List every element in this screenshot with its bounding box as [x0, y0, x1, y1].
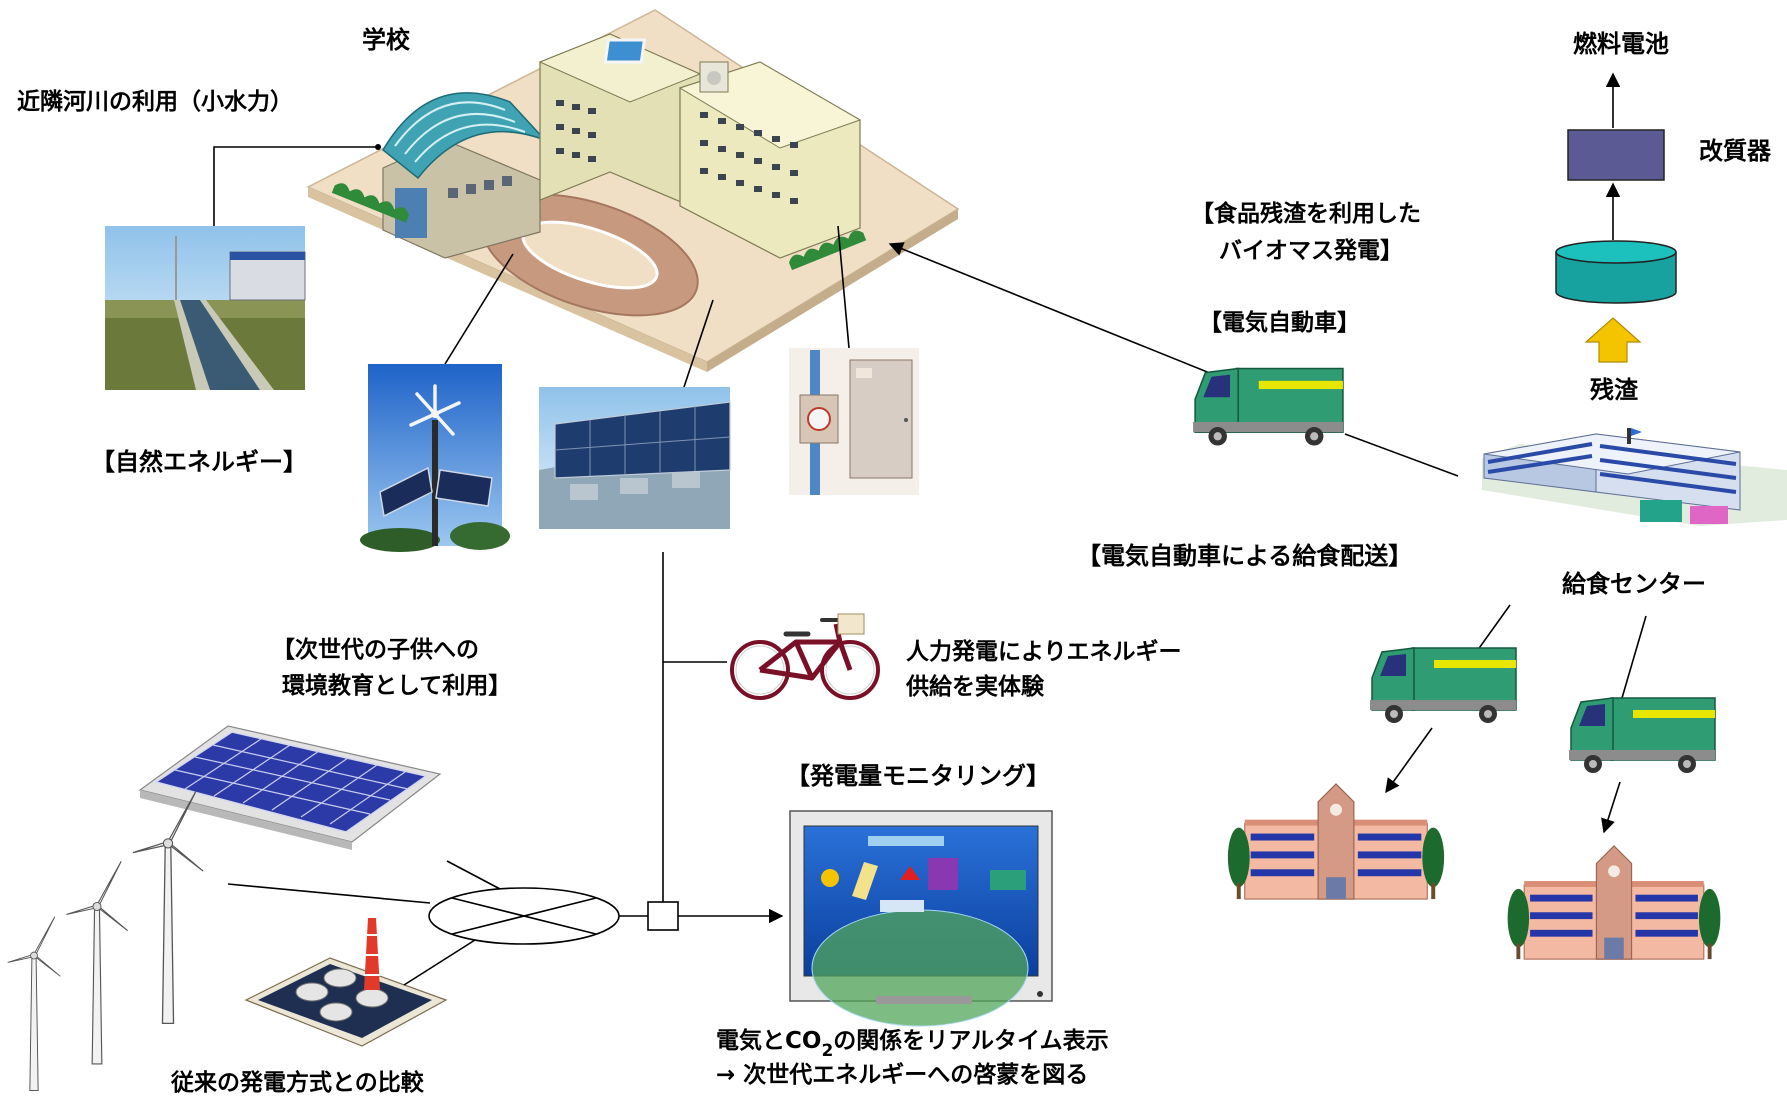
junction-ellipse	[428, 887, 620, 945]
biomass-line2: バイオマス発電】	[1219, 238, 1403, 264]
education-line2: 環境教育として利用】	[282, 672, 511, 699]
river-label: 近隣河川の利用（小水力）	[17, 88, 293, 115]
plant-connector	[403, 939, 476, 986]
reformer-box	[1567, 129, 1665, 181]
delivery-truck-icon	[1568, 697, 1716, 774]
center-to-truck2-line	[1621, 615, 1647, 699]
residue-up-arrow	[1584, 317, 1642, 363]
power-plant-illustration	[244, 918, 448, 1047]
solar-array-photo	[539, 387, 731, 529]
solar-panel-illustration	[138, 725, 442, 850]
monitor-illustration	[789, 810, 1053, 1027]
education-line1: 【次世代の子供への	[272, 636, 479, 663]
solar-array-connector	[683, 299, 714, 388]
wind-turbine-icon	[132, 790, 204, 1025]
wind-connector	[227, 883, 431, 904]
residue-tank-icon	[1555, 240, 1677, 304]
school-icon	[1227, 783, 1445, 900]
monitoring-heading: 【発電量モニタリング】	[786, 762, 1050, 790]
monitoring-caption-2: → 次世代エネルギーへの啓蒙を図る	[716, 1061, 1088, 1088]
delivery-label: 【電気自動車による給食配送】	[1077, 542, 1412, 570]
truck2-to-school-arrow	[1601, 781, 1621, 834]
river-photo	[105, 226, 306, 390]
school-building-illustration	[306, 9, 960, 372]
ev-label: 【電気自動車】	[1199, 309, 1360, 336]
solar-connector	[446, 860, 501, 890]
caption1-part-a: 電気とCO	[716, 1027, 821, 1054]
truck1-to-school-arrow	[1385, 727, 1433, 794]
natural-energy-heading: 【自然エネルギー】	[91, 448, 307, 476]
school-icon	[1507, 845, 1721, 960]
monitoring-caption-1: 電気とCO2の関係をリアルタイム表示	[716, 1027, 1109, 1061]
school-label: 学校	[362, 26, 411, 54]
river-connector	[213, 146, 378, 226]
reformer-label: 改質器	[1699, 137, 1772, 165]
ev-truck-icon	[1192, 367, 1344, 447]
fuel-cell-label: 燃料電池	[1573, 30, 1669, 58]
delivery-truck-icon	[1369, 647, 1517, 724]
hydro-device-photo	[789, 348, 919, 495]
lunch-center-building	[1482, 428, 1787, 526]
caption1-part-b: の関係をリアルタイム表示	[833, 1028, 1108, 1054]
wind-solar-light-photo	[360, 364, 510, 552]
residue-label: 残渣	[1590, 376, 1639, 404]
comparison-label: 従来の発電方式との比較	[170, 1069, 425, 1096]
human-power-line1: 人力発電によりエネルギー	[906, 639, 1182, 665]
human-power-line2: 供給を実体験	[905, 673, 1045, 700]
biomass-line1: 【食品残渣を利用した	[1191, 200, 1421, 227]
bicycle-icon	[730, 613, 880, 700]
center-label: 給食センター	[1562, 570, 1706, 598]
truck-to-center-line	[1344, 433, 1459, 477]
biomass-to-school-arrow	[888, 242, 1243, 387]
junction-box	[647, 901, 679, 931]
wind-turbine-icon	[65, 860, 129, 1065]
windlight-connector	[444, 253, 514, 365]
co2-subscript: 2	[821, 1041, 833, 1061]
wind-turbine-icon	[7, 916, 61, 1092]
hydro-connector	[837, 225, 850, 349]
